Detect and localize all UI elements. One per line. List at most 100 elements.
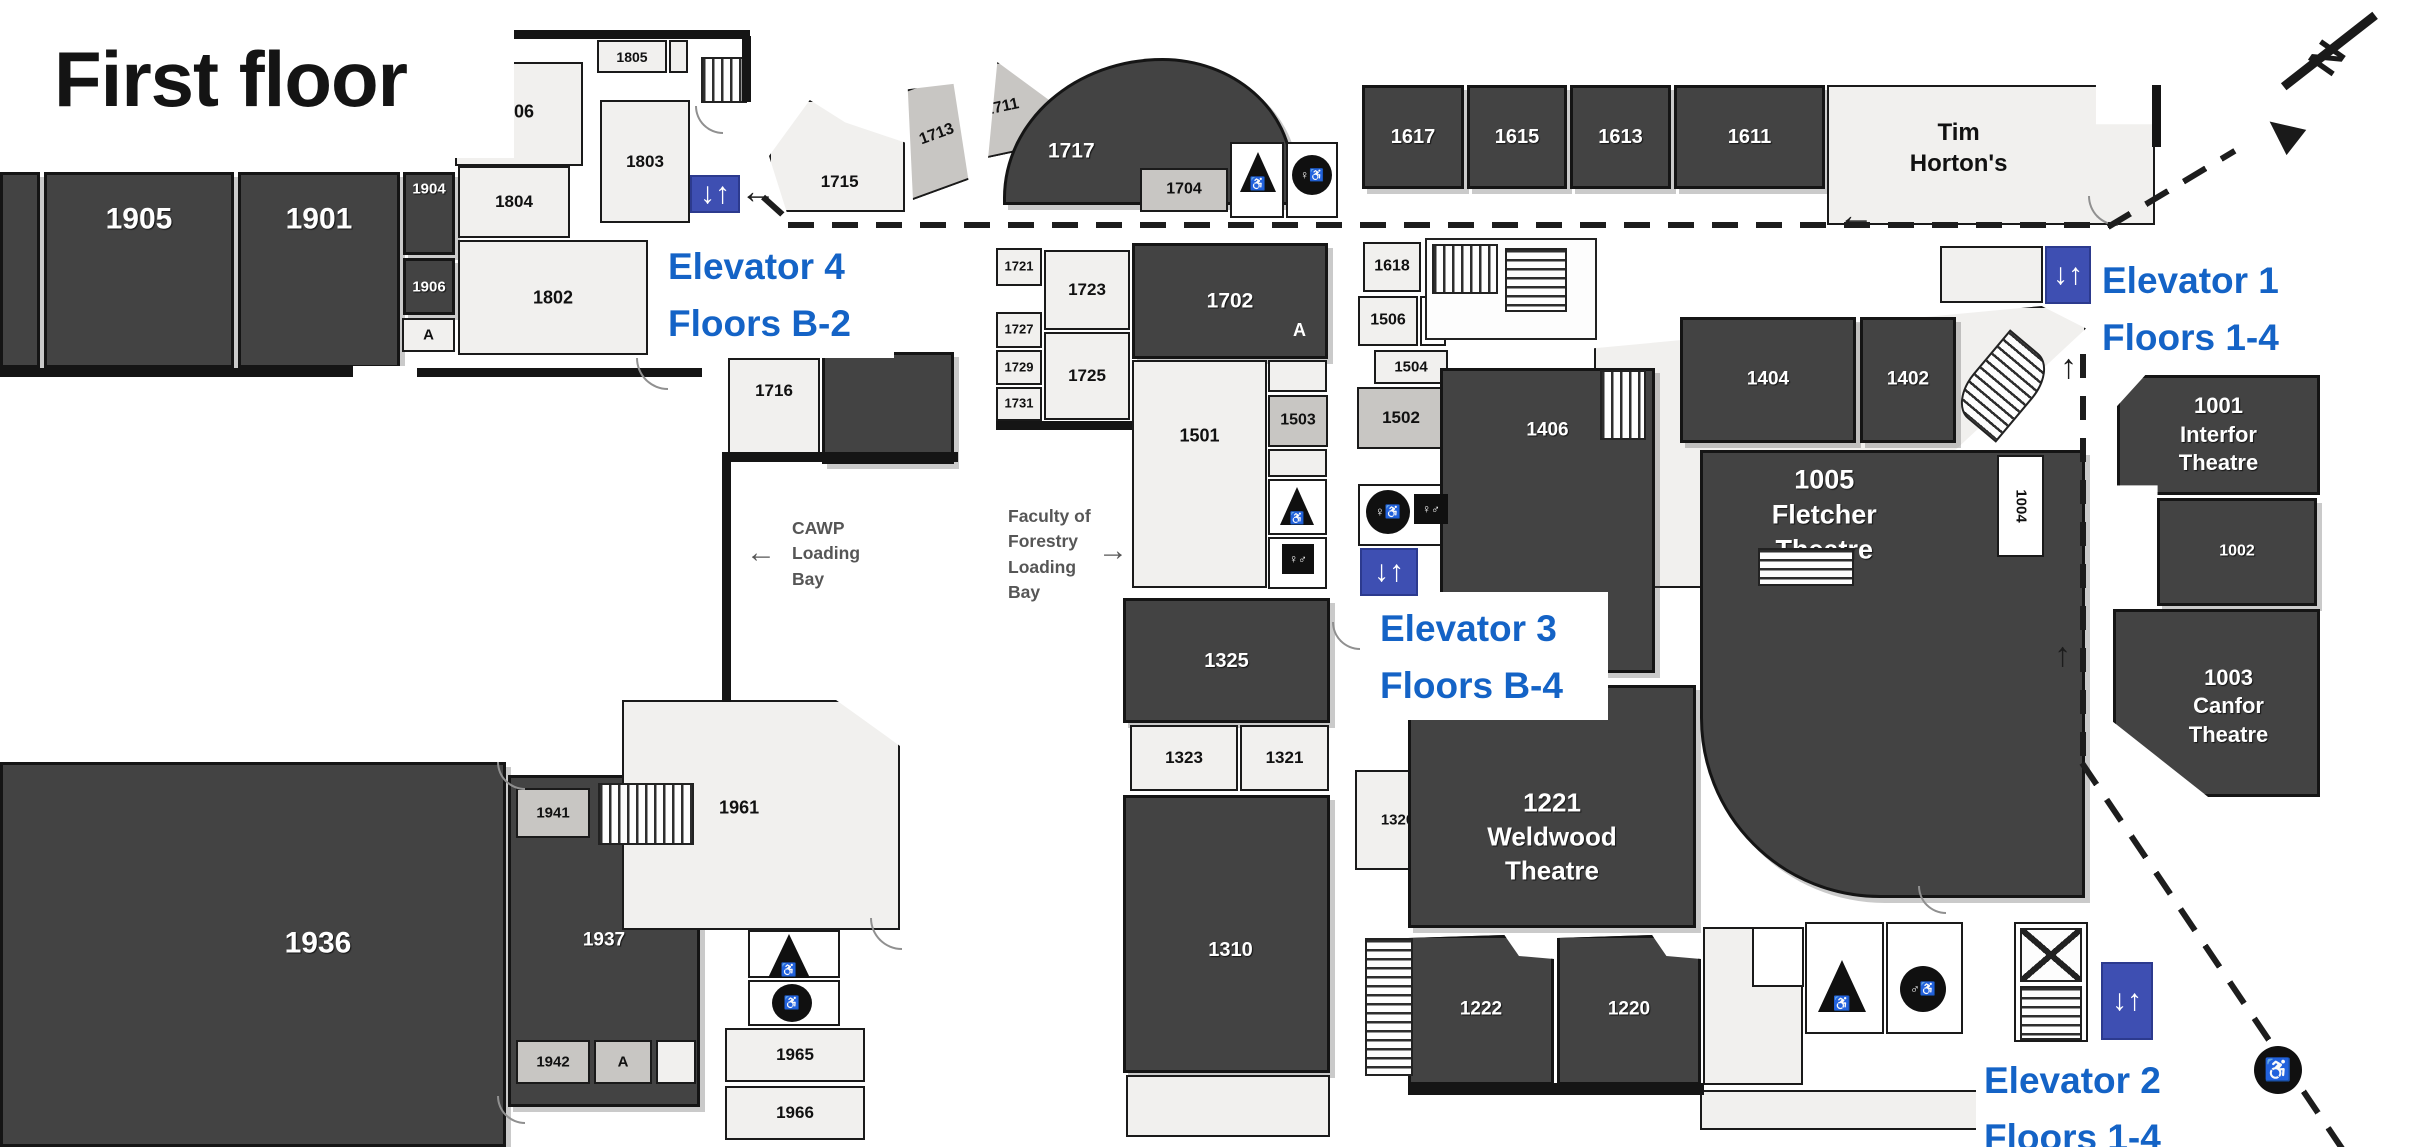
room-1504-label: 1504 <box>1394 357 1427 377</box>
room-1503-text: 1503 <box>1280 411 1316 429</box>
room-1721-text: 1721 <box>1004 258 1034 274</box>
cell-inset-1220e <box>1752 927 1804 987</box>
room-1716: 1716 <box>728 358 820 458</box>
room-1905-label: 1905 <box>106 199 173 238</box>
room-1942: 1942 <box>516 1040 590 1084</box>
room-1805: 1805 <box>597 40 667 73</box>
room-1402-text: 1402 <box>1886 368 1930 390</box>
room-1723: 1723 <box>1044 250 1130 330</box>
room-1325-label: 1325 <box>1204 648 1249 674</box>
elevator-4-icon: ↓↑ <box>690 175 740 213</box>
room-1502-label: 1502 <box>1382 407 1420 429</box>
room-1702-sub-label: A <box>1293 319 1306 340</box>
cawp-loading-bay-text: CAWP <box>792 518 845 538</box>
room-1941: 1941 <box>516 788 590 838</box>
room-1905-text: 1905 <box>105 202 173 236</box>
elevator-4-label-line: Floors B-2 <box>668 303 851 345</box>
room-1404-text: 1404 <box>1746 368 1790 390</box>
room-1506-label: 1506 <box>1370 311 1406 332</box>
stairs-icon <box>2020 928 2082 982</box>
cell-1942e <box>656 1040 696 1084</box>
room-1942-text: 1942 <box>536 1053 570 1071</box>
room-1725-text: 1725 <box>1068 365 1106 385</box>
room-1617-text: 1617 <box>1390 126 1436 148</box>
elevator-3-label-bg <box>1370 592 1608 720</box>
room-1406-label: 1406 <box>1526 418 1568 443</box>
room-1221-weldwood-text: Theatre <box>1505 855 1599 886</box>
forestry-loading-bay-text: Faculty of <box>1008 506 1091 526</box>
room-1310: 1310 <box>1123 795 1330 1073</box>
room-1941-label: 1941 <box>536 803 569 823</box>
room-1727-text: 1727 <box>1004 321 1034 337</box>
stairs-icon <box>1432 244 1498 294</box>
room-a-west-text: A <box>423 326 434 344</box>
wall-segment <box>742 36 751 102</box>
room-1222: 1222 <box>1408 935 1554 1085</box>
elevator-3-label-line: Floors B-4 <box>1380 665 1563 707</box>
accessible-circle-icon: ♂♿ <box>1900 966 1946 1012</box>
elevator-1-label-bg <box>2094 246 2338 374</box>
room-1002-text: 1002 <box>2219 542 2255 560</box>
room-1005-fletcher-text: Fletcher <box>1771 499 1877 530</box>
room-a-1942-label: A <box>618 1052 629 1072</box>
forestry-loading-bay-text: Bay <box>1008 582 1041 603</box>
wall-segment <box>1408 1083 1704 1095</box>
room-1704: 1704 <box>1140 168 1228 212</box>
room-1618-text: 1618 <box>1374 257 1410 275</box>
elevator-1-label-line: Floors 1-4 <box>2102 317 2279 359</box>
room-1725-label: 1725 <box>1068 365 1106 387</box>
room-1731-label: 1731 <box>1005 396 1034 413</box>
stairs-icon <box>1365 938 1413 1076</box>
room-1729-label: 1729 <box>1005 359 1034 376</box>
room-1404-label: 1404 <box>1747 368 1789 393</box>
room-1717-text: 1717 <box>1047 139 1095 163</box>
room-1320-label: 1320 <box>1381 810 1414 830</box>
room-1323-label: 1323 <box>1165 747 1203 769</box>
room-1323: 1323 <box>1130 725 1238 791</box>
dashed-path-corridor-east-vertical <box>2080 354 2086 764</box>
room-1727: 1727 <box>996 312 1042 348</box>
room-1321: 1321 <box>1240 725 1329 791</box>
room-1937-label: 1937 <box>583 929 625 954</box>
page-title-box: First floor <box>0 0 514 158</box>
wall-segment <box>353 366 417 379</box>
wall-segment <box>458 30 750 39</box>
north-arrow-icon <box>2259 108 2307 156</box>
room-1611: 1611 <box>1674 85 1825 189</box>
restroom-box-icon: ♀♂ <box>1282 544 1314 574</box>
elevator-2-label-line: Floors 1-4 <box>1984 1117 2161 1147</box>
room-1502: 1502 <box>1357 387 1445 449</box>
forestry-loading-bay-text: Forestry <box>1008 531 1079 552</box>
room-1961-text: 1961 <box>719 797 760 818</box>
room-1501-text: 1501 <box>1179 425 1220 446</box>
door-arc <box>1332 622 1360 650</box>
room-1802-label: 1802 <box>533 286 573 309</box>
room-1729: 1729 <box>996 350 1042 385</box>
room-1613-label: 1613 <box>1598 124 1643 150</box>
room-1504-text: 1504 <box>1394 358 1428 376</box>
stairs-icon <box>1600 370 1646 440</box>
room-1961-label: 1961 <box>719 797 759 820</box>
room-1406-text: 1406 <box>1526 419 1569 441</box>
room-1613-text: 1613 <box>1598 126 1643 148</box>
accessible-circle-icon: ♀♿ <box>1366 490 1410 534</box>
page-title: First floor <box>54 34 408 123</box>
cawp-loading-bay-text: Loading <box>792 543 861 564</box>
room-1504: 1504 <box>1374 350 1448 384</box>
room-1805-label: 1805 <box>616 47 647 65</box>
room-1713-text: 1713 <box>917 120 957 149</box>
room-1802-text: 1802 <box>532 286 574 307</box>
room-1615: 1615 <box>1467 85 1567 189</box>
room-1506: 1506 <box>1358 296 1418 346</box>
room-1005-fletcher-text: 1005 <box>1794 464 1855 495</box>
room-a-1942-text: A <box>617 1053 629 1071</box>
elevator-4-label-line: Elevator 4 <box>668 246 845 287</box>
room-1615-text: 1615 <box>1494 126 1540 148</box>
cell-corridor-e1 <box>1940 246 2043 303</box>
room-1220-text: 1220 <box>1607 998 1651 1020</box>
room-1803: 1803 <box>600 100 690 223</box>
